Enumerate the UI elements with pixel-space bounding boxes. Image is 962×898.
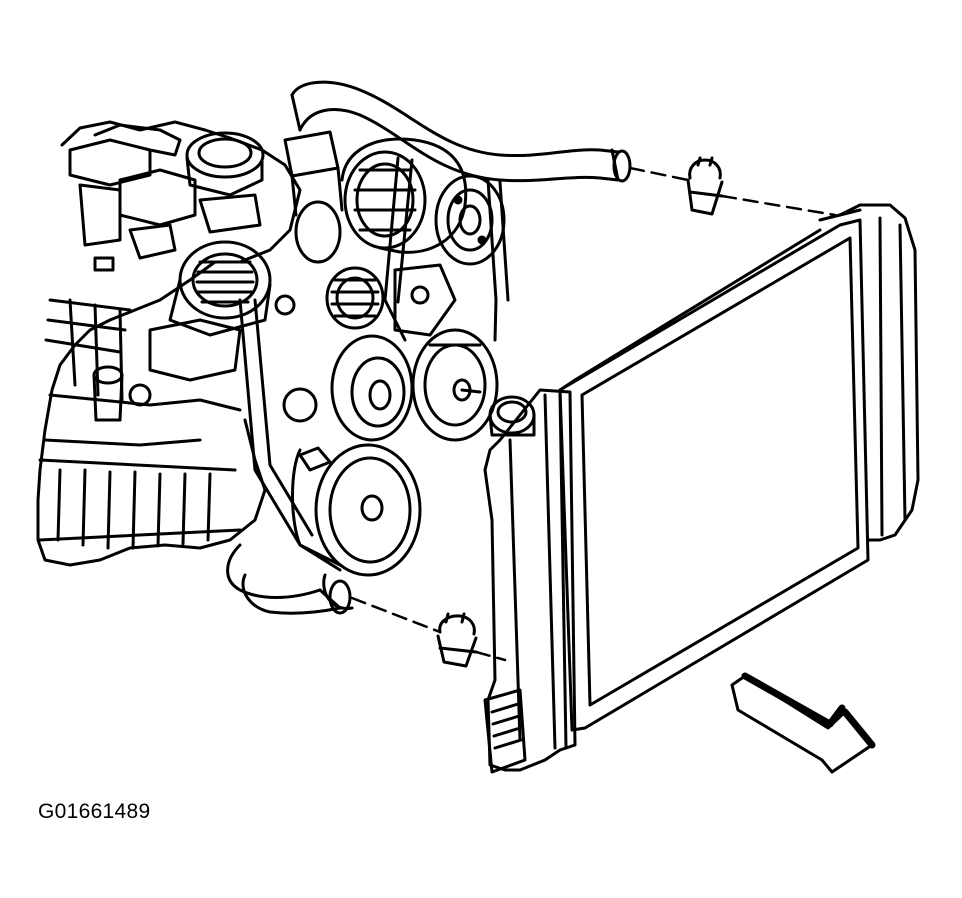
crankshaft-pulley xyxy=(330,334,414,442)
lower-radiator-hose xyxy=(226,543,354,615)
generator xyxy=(168,240,318,423)
radiator-cap xyxy=(488,395,536,437)
radiator xyxy=(483,203,920,774)
engine-block xyxy=(36,120,302,567)
direction-arrow xyxy=(730,672,876,774)
upper-hose-clamp xyxy=(686,156,724,216)
figure-code: G01661489 xyxy=(38,800,151,823)
belt-tensioner xyxy=(325,263,457,337)
lower-hose-clamp xyxy=(436,612,478,668)
upper-radiator-hose xyxy=(283,80,632,264)
alignment-lines xyxy=(350,166,837,662)
drive-belt xyxy=(238,156,510,572)
lower-pulley xyxy=(291,443,422,577)
ac-compressor-pulley xyxy=(340,137,468,254)
power-steering-pulley xyxy=(411,328,499,442)
